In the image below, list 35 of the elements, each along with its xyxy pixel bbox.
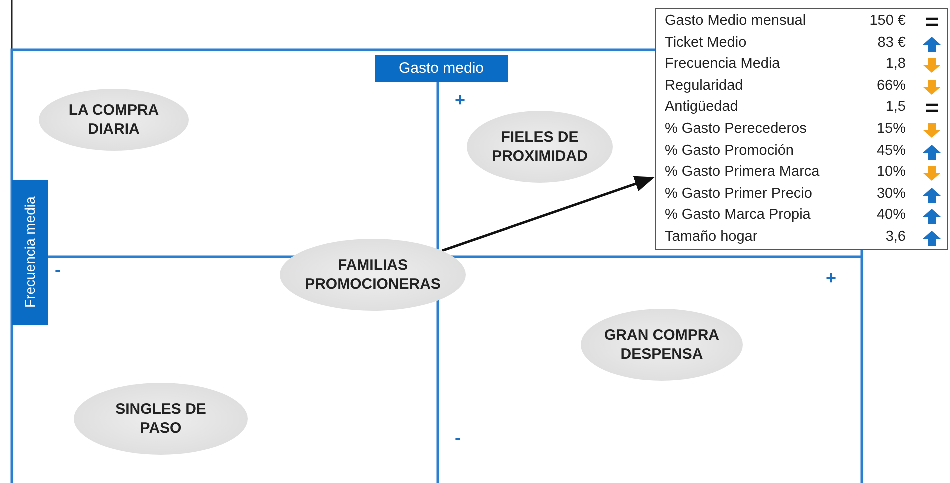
metric-name: % Gasto Perecederos bbox=[665, 120, 807, 139]
axis-sign: + bbox=[455, 90, 466, 111]
segment-name: LA COMPRA DIARIA bbox=[68, 101, 160, 139]
metric-name: % Gasto Promoción bbox=[665, 142, 794, 161]
metric-name: Antigüedad bbox=[665, 98, 738, 118]
axis-title: Frecuencia media bbox=[12, 180, 48, 325]
metric-name: Frecuencia Media bbox=[665, 55, 780, 74]
metric-name: Regularidad bbox=[665, 76, 744, 96]
arrow bbox=[442, 176, 655, 252]
metric-name: % Gasto Primer Precio bbox=[665, 184, 812, 204]
metric-name: % Gasto Primera Marca bbox=[665, 163, 820, 182]
metric-value: 10% bbox=[876, 163, 906, 182]
segment-name: FAMILIAS PROMOCIONERAS bbox=[304, 256, 442, 294]
indicator-table bbox=[655, 8, 948, 250]
metric-value: 45% bbox=[876, 142, 906, 161]
segment-name: GRAN COMPRA DESPENSA bbox=[604, 326, 720, 364]
metric-value: 3,6 bbox=[886, 228, 906, 247]
axis-sign: - bbox=[55, 260, 61, 281]
metric-name: Ticket Medio bbox=[665, 34, 747, 53]
metric-value: 15% bbox=[876, 120, 906, 139]
metric-value: 66% bbox=[876, 76, 906, 96]
metric-name: % Gasto Marca Propia bbox=[665, 206, 811, 226]
axis-sign: + bbox=[826, 268, 837, 289]
segment-name: SINGLES DE PASO bbox=[114, 400, 208, 438]
metric-value: 150 € bbox=[870, 12, 906, 31]
metric-value: 1,8 bbox=[886, 55, 906, 74]
metric-value: 30% bbox=[876, 184, 906, 204]
metric-value: 40% bbox=[876, 206, 906, 226]
axis-sign: - bbox=[455, 428, 461, 449]
segment-name: FIELES DE PROXIMIDAD bbox=[491, 128, 589, 166]
axis-title: Gasto medio bbox=[375, 55, 508, 82]
metric-name: Tamaño hogar bbox=[665, 228, 758, 247]
metric-value: 83 € bbox=[878, 34, 906, 53]
metric-value: 1,5 bbox=[886, 98, 906, 118]
metric-name: Gasto Medio mensual bbox=[665, 12, 806, 31]
